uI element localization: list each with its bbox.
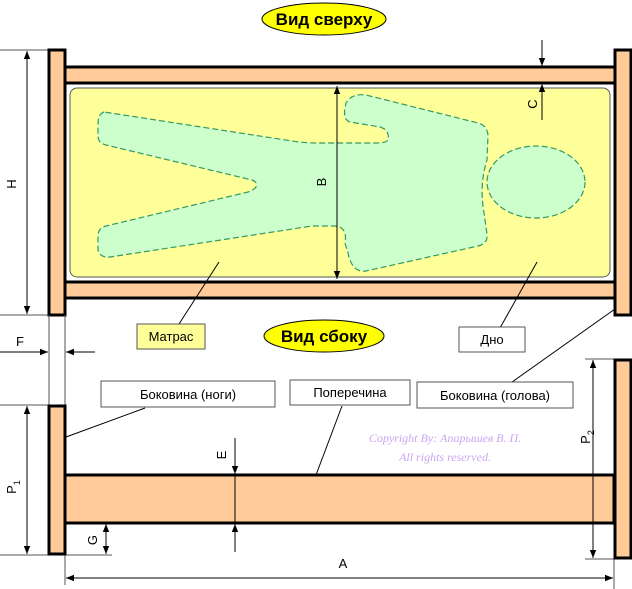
side-head-callout-box [416,381,574,409]
mattress-leader [178,261,220,325]
dimension-f-label: F [16,334,24,349]
copyright-line-2: All rights reserved. [398,450,491,464]
side-view-title: Вид сбоку [263,319,385,353]
side-head-callout-text: Боковина (голова) [440,388,550,403]
dimension-f: F [0,315,95,405]
right-post-top [613,48,632,317]
bottom-callout-text: Дно [480,332,503,347]
dimension-g-label: G [85,535,100,545]
callout-mattress: Матрас [136,261,220,350]
dimension-b-label: B [314,178,329,187]
p2-subscript: 2 [586,430,596,435]
side-head-post [613,358,632,560]
crossbar [63,473,616,525]
crossbar-leader [315,405,343,476]
side-feet-post [47,404,67,556]
dimension-p2-label: P2 [578,430,596,444]
dimension-h-label: H [4,179,19,188]
title-bubble [261,2,387,36]
callout-side-feet: Боковина (ноги) [65,380,276,438]
dimension-c-label: C [525,99,540,108]
callout-crossbar: Поперечина [289,379,411,476]
crossbar-callout-box [289,379,411,406]
side-view-title-text: Вид сбоку [281,327,368,346]
p2-letter: P [578,435,593,444]
top-view-title: Вид сверху [261,2,387,36]
left-post-top [47,48,67,317]
crossbar-callout-text: Поперечина [313,385,387,400]
p1-letter: P [4,485,19,494]
dimension-a-label: A [339,556,348,571]
body-silhouette [97,94,489,272]
side-feet-leader [65,407,146,438]
bottom-callout-box [458,326,526,353]
copyright-line-1: Copyright By: Апарышев В. П. [369,431,521,445]
top-view: Вид сверху B C H [0,2,632,317]
callout-side-head: Боковина (голова) [416,308,616,409]
side-head-leader [511,308,616,383]
head-silhouette [486,145,586,219]
mattress-callout-box [136,323,206,350]
dimension-p1-label: P1 [4,480,22,494]
p1-subscript: 1 [12,480,22,485]
bottom-rail [63,280,617,300]
side-feet-callout-text: Боковина (ноги) [140,387,236,402]
top-rail [63,65,617,85]
bottom-leader [499,261,538,329]
side-feet-callout-box [100,380,276,408]
side-title-bubble [263,319,385,353]
copyright: Copyright By: Апарышев В. П. All rights … [369,431,521,464]
dimension-e-label: E [214,450,229,459]
callout-bottom: Дно [458,261,538,353]
top-view-title-text: Вид сверху [276,10,373,29]
side-view: P1 P2 E G A [0,358,632,589]
mattress-callout-text: Матрас [149,329,194,344]
